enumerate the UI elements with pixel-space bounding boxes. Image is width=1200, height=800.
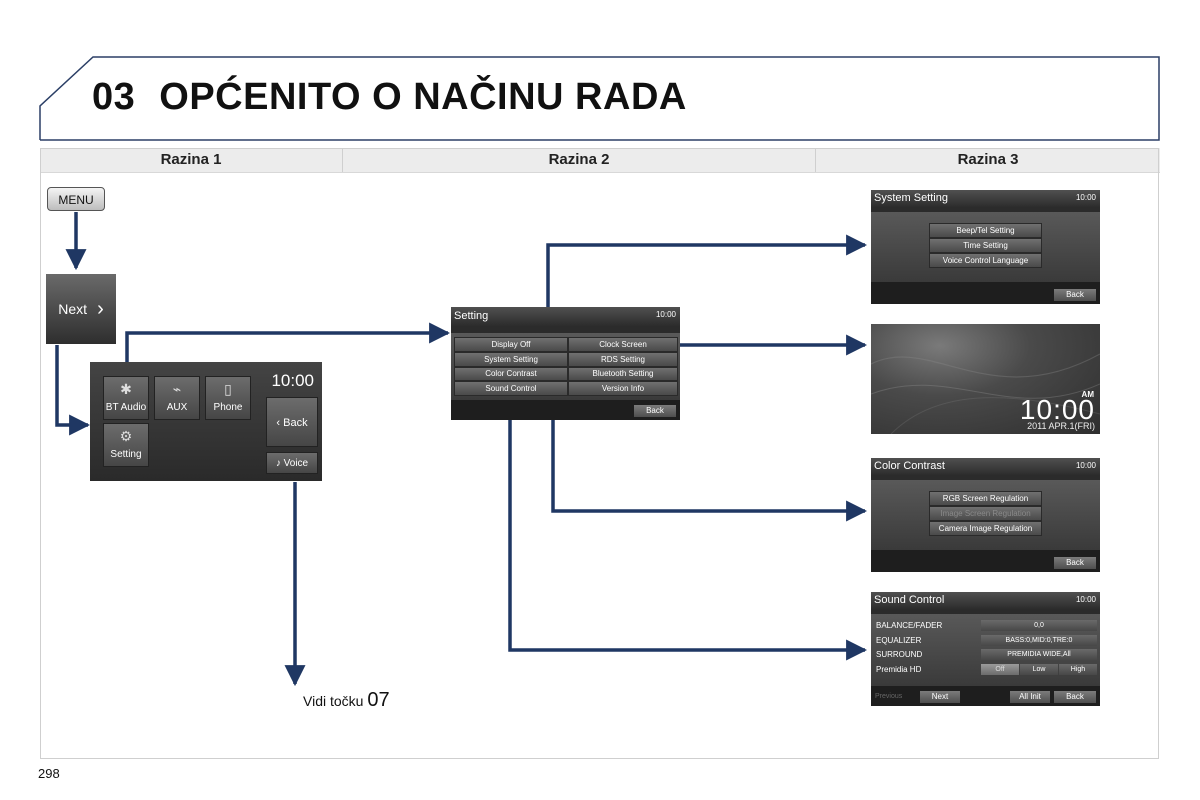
reference-text: Vidi točku: [303, 693, 364, 709]
screen-title: System Setting: [874, 192, 948, 204]
title-bar: [871, 592, 1100, 610]
back-button[interactable]: Back: [1053, 288, 1097, 302]
clock-date: 2011 APR.1(FRI): [1027, 421, 1095, 431]
arrow-next-to-mainmenu: [55, 345, 91, 436]
main-menu-screen: ✱ BT Audio ⌁ AUX ▯ Phone ⚙ Setting 10:00…: [90, 362, 322, 481]
tile-phone[interactable]: ▯ Phone: [205, 376, 251, 420]
option-rgb-screen-regulation[interactable]: RGB Screen Regulation: [929, 491, 1042, 506]
screen-time: 10:00: [1075, 595, 1096, 604]
reference-note: Vidi točku 07: [303, 689, 390, 712]
column-header-bar: Razina 1 Razina 2 Razina 3: [40, 148, 1160, 173]
system-setting-screen: System Setting 10:00 Beep/Tel Setting Ti…: [871, 190, 1100, 304]
back-button[interactable]: Back: [1053, 556, 1097, 570]
chevron-left-icon: ‹: [276, 417, 284, 429]
gear-icon: ⚙: [119, 428, 133, 444]
title-bar: [871, 190, 1100, 208]
option-color-contrast[interactable]: Color Contrast: [454, 367, 568, 381]
row-label-balance-fader: BALANCE/FADER: [876, 621, 943, 630]
screen-title: Setting: [454, 310, 489, 322]
column-header-level1: Razina 1: [160, 151, 222, 168]
all-init-button[interactable]: All Init: [1009, 690, 1051, 704]
next-button[interactable]: Next: [919, 690, 961, 704]
option-camera-image-regulation[interactable]: Camera Image Regulation: [929, 521, 1042, 536]
page-title: 03 OPĆENITO O NAČINU RADA: [92, 76, 687, 119]
tile-setting[interactable]: ⚙ Setting: [103, 423, 149, 467]
setting-screen: Setting 10:00 Display Off System Setting…: [451, 307, 680, 420]
row-label-surround: SURROUND: [876, 650, 923, 659]
option-voice-control-language[interactable]: Voice Control Language: [929, 253, 1042, 268]
back-button[interactable]: ‹ Back: [266, 397, 318, 447]
voice-label: Voice: [283, 458, 309, 469]
back-button[interactable]: Back: [633, 404, 677, 418]
previous-button: Previous: [875, 693, 903, 700]
value-balance-fader[interactable]: 0,0: [981, 620, 1097, 631]
title-banner: [39, 56, 1160, 141]
menu-button[interactable]: MENU: [47, 187, 105, 211]
color-contrast-screen: Color Contrast 10:00 RGB Screen Regulati…: [871, 458, 1100, 572]
bluetooth-icon: ✱: [120, 381, 132, 397]
sound-control-screen: Sound Control 10:00 BALANCE/FADER 0,0 EQ…: [871, 592, 1100, 706]
screen-time: 10:00: [655, 310, 676, 319]
next-button[interactable]: Next ›: [46, 274, 116, 344]
screen-title: Sound Control: [874, 594, 945, 606]
wave-background: [871, 353, 1100, 434]
title-bar: [871, 458, 1100, 476]
voice-icon: ♪: [275, 458, 284, 469]
screen-title: Color Contrast: [874, 460, 945, 472]
premidia-off-option[interactable]: Off: [981, 664, 1019, 675]
reference-number: 07: [367, 689, 390, 711]
arrow-to-color-contrast: [551, 420, 868, 522]
clock-time: 10:00: [271, 371, 314, 390]
option-clock-screen[interactable]: Clock Screen: [568, 337, 678, 352]
chapter-number: 03: [92, 76, 136, 118]
column-header-level2: Razina 2: [548, 151, 610, 168]
tile-aux[interactable]: ⌁ AUX: [154, 376, 200, 420]
tile-label: Setting: [110, 449, 142, 460]
option-beep-tel-setting[interactable]: Beep/Tel Setting: [929, 223, 1042, 238]
option-system-setting[interactable]: System Setting: [454, 352, 568, 367]
option-image-screen-regulation: Image Screen Regulation: [929, 506, 1042, 521]
arrow-mainmenu-to-setting: [125, 322, 451, 362]
value-surround[interactable]: PREMIDIA WIDE,All: [981, 649, 1097, 660]
option-time-setting[interactable]: Time Setting: [929, 238, 1042, 253]
screen-time: 10:00: [1075, 193, 1096, 202]
row-label-equalizer: EQUALIZER: [876, 636, 922, 645]
premidia-high-option[interactable]: High: [1059, 664, 1097, 675]
page-number: 298: [38, 766, 60, 781]
tile-label: Phone: [213, 402, 243, 413]
clock-time: 10:00: [1019, 394, 1095, 425]
row-label-premidia-hd: Premidia HD: [876, 665, 922, 674]
arrow-to-sound-control: [508, 420, 868, 661]
value-equalizer[interactable]: BASS:0,MID:0,TRE:0: [981, 635, 1097, 646]
arrow-to-system-setting: [546, 234, 868, 307]
screen-footer: [451, 400, 680, 420]
back-label: Back: [283, 417, 308, 429]
option-bluetooth-setting[interactable]: Bluetooth Setting: [568, 367, 678, 381]
tile-label: BT Audio: [105, 402, 147, 413]
aux-cable-icon: ⌁: [172, 381, 182, 397]
chevron-right-icon: ›: [97, 297, 104, 320]
option-version-info[interactable]: Version Info: [568, 381, 678, 396]
title-bar: [451, 307, 680, 327]
clock-ampm: AM: [1081, 390, 1094, 399]
option-display-off[interactable]: Display Off: [454, 337, 568, 352]
screen-time: 10:00: [1075, 461, 1096, 470]
tile-label: AUX: [166, 402, 188, 413]
phone-icon: ▯: [224, 381, 232, 397]
chapter-title: OPĆENITO O NAČINU RADA: [159, 76, 687, 118]
tile-bt-audio[interactable]: ✱ BT Audio: [103, 376, 149, 420]
option-sound-control[interactable]: Sound Control: [454, 381, 568, 396]
column-separator: [815, 148, 816, 172]
screen-footer: [871, 550, 1100, 572]
back-button[interactable]: Back: [1053, 690, 1097, 704]
clock-screen: AM 10:00 2011 APR.1(FRI): [871, 324, 1100, 434]
option-rds-setting[interactable]: RDS Setting: [568, 352, 678, 367]
column-separator: [342, 148, 343, 172]
premidia-low-option[interactable]: Low: [1020, 664, 1058, 675]
screen-footer: [871, 282, 1100, 304]
next-label: Next: [58, 301, 88, 317]
voice-button[interactable]: ♪ Voice: [266, 452, 318, 474]
column-header-level3: Razina 3: [957, 151, 1019, 168]
